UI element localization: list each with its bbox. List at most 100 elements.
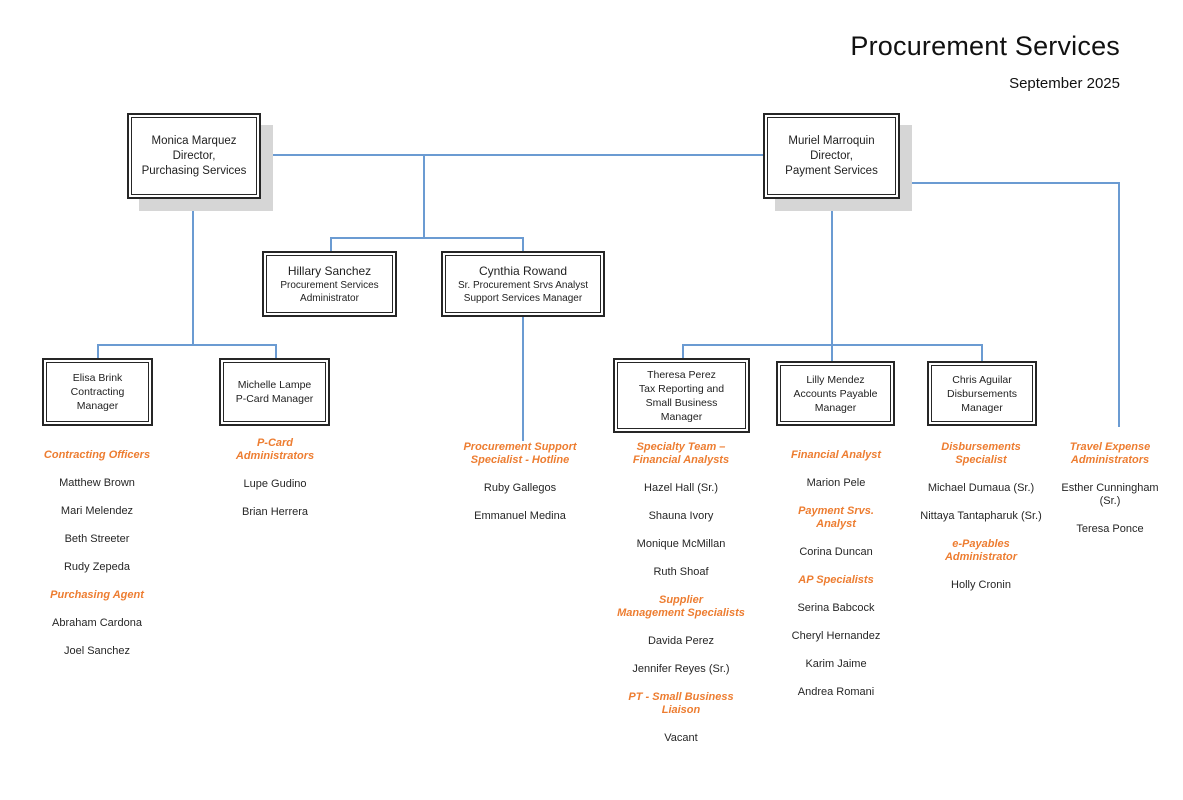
staff-member-name: Rudy Zepeda	[63, 561, 131, 573]
staff-member-name: Vacant	[664, 732, 698, 744]
org-box-text-line: Disbursements	[946, 387, 1018, 400]
staff-member-name: Jennifer Reyes (Sr.)	[632, 663, 730, 675]
connector-line	[831, 211, 833, 362]
org-box-text-line: Monica Marquez	[151, 134, 237, 147]
org-box-text-line: Cynthia Rowand	[478, 264, 568, 278]
connector-line	[97, 344, 277, 346]
page-title: Procurement Services	[850, 31, 1120, 61]
staff-group-heading: AP Specialists	[798, 574, 874, 586]
staff-member-name: Davida Perez	[647, 635, 715, 647]
org-box-text-line: Director,	[810, 149, 853, 162]
connector-line	[522, 237, 524, 252]
staff-member-name: Hazel Hall (Sr.)	[644, 482, 718, 494]
connector-line	[682, 344, 684, 359]
staff-member-name: Karim Jaime	[805, 658, 867, 670]
staff-member-name: Ruth Shoaf	[653, 566, 709, 578]
staff-group-heading: Travel Expense Administrators	[1069, 441, 1151, 466]
staff-member-name: Mari Melendez	[60, 505, 134, 517]
staff-member-name: Teresa Ponce	[1076, 523, 1144, 535]
staff-member-name: Marion Pele	[806, 477, 866, 489]
connector-line	[330, 237, 332, 252]
staff-group-heading: Payment Srvs. Analyst	[798, 505, 874, 530]
org-box-text-line: Administrator	[300, 293, 359, 304]
org-box-text-line: Payment Services	[785, 164, 878, 177]
connector-line	[522, 317, 524, 441]
staff-group-heading: Disbursements Specialist	[941, 441, 1021, 466]
org-box-text-line: Support Services Manager	[463, 293, 583, 304]
org-box-text-line: Elisa Brink	[72, 372, 123, 384]
org-box-text-line: Accounts Payable	[793, 387, 878, 400]
connector-line	[330, 237, 524, 239]
connector-line	[682, 344, 983, 346]
org-box-text-line: Theresa Perez	[647, 368, 716, 381]
staff-group-heading: Purchasing Agent	[50, 589, 144, 601]
staff-member-name: Corina Duncan	[799, 546, 873, 558]
staff-member-name: Beth Streeter	[64, 533, 130, 545]
org-box-text-line: Tax Reporting and	[638, 382, 725, 395]
org-box-text-line: Lilly Mendez	[806, 373, 865, 386]
staff-group-heading: Procurement Support Specialist - Hotline	[463, 441, 577, 466]
connector-line	[423, 154, 425, 239]
staff-member-name: Emmanuel Medina	[474, 510, 566, 522]
org-box-text-line: Director,	[172, 149, 216, 162]
connector-line	[97, 344, 99, 359]
staff-member-name: Cheryl Hernandez	[791, 630, 881, 642]
org-box-text-line: Chris Aguilar	[952, 373, 1012, 386]
staff-section: Procurement Support Specialist - Hotline…	[430, 441, 610, 523]
org-box-text-line: Procurement Services	[280, 280, 379, 291]
staff-group-heading: P-Card Administrators	[235, 437, 315, 462]
staff-group-heading: Contracting Officers	[43, 449, 151, 461]
org-box-text-line: Manager	[76, 400, 119, 412]
staff-group-heading: Financial Analyst	[790, 449, 882, 461]
staff-member-name: Joel Sanchez	[63, 645, 131, 657]
org-box-text-line: Muriel Marroquin	[788, 134, 875, 147]
staff-member-name: Brian Herrera	[241, 506, 309, 518]
staff-member-name: Esther Cunningham (Sr.)	[1061, 482, 1159, 507]
staff-member-name: Nittaya Tantapharuk (Sr.)	[920, 510, 1042, 522]
connector-line	[1118, 182, 1120, 427]
staff-member-name: Andrea Romani	[797, 686, 875, 698]
staff-member-name: Matthew Brown	[59, 477, 135, 489]
org-box-text-line: P-Card Manager	[235, 393, 314, 405]
org-box-text-line: Hillary Sanchez	[287, 264, 372, 278]
staff-member-name: Michael Dumaua (Sr.)	[927, 482, 1035, 494]
chart-header: Procurement Services September 2025	[850, 31, 1120, 92]
connector-line	[275, 344, 277, 359]
staff-member-name: Abraham Cardona	[52, 617, 142, 629]
date-label: September 2025	[1009, 75, 1120, 92]
staff-member-name: Lupe Gudino	[243, 478, 307, 490]
org-box-text-line: Manager	[814, 401, 857, 414]
org-box-text-line: Michelle Lampe	[237, 379, 312, 391]
staff-member-name: Shauna Ivory	[648, 510, 714, 522]
